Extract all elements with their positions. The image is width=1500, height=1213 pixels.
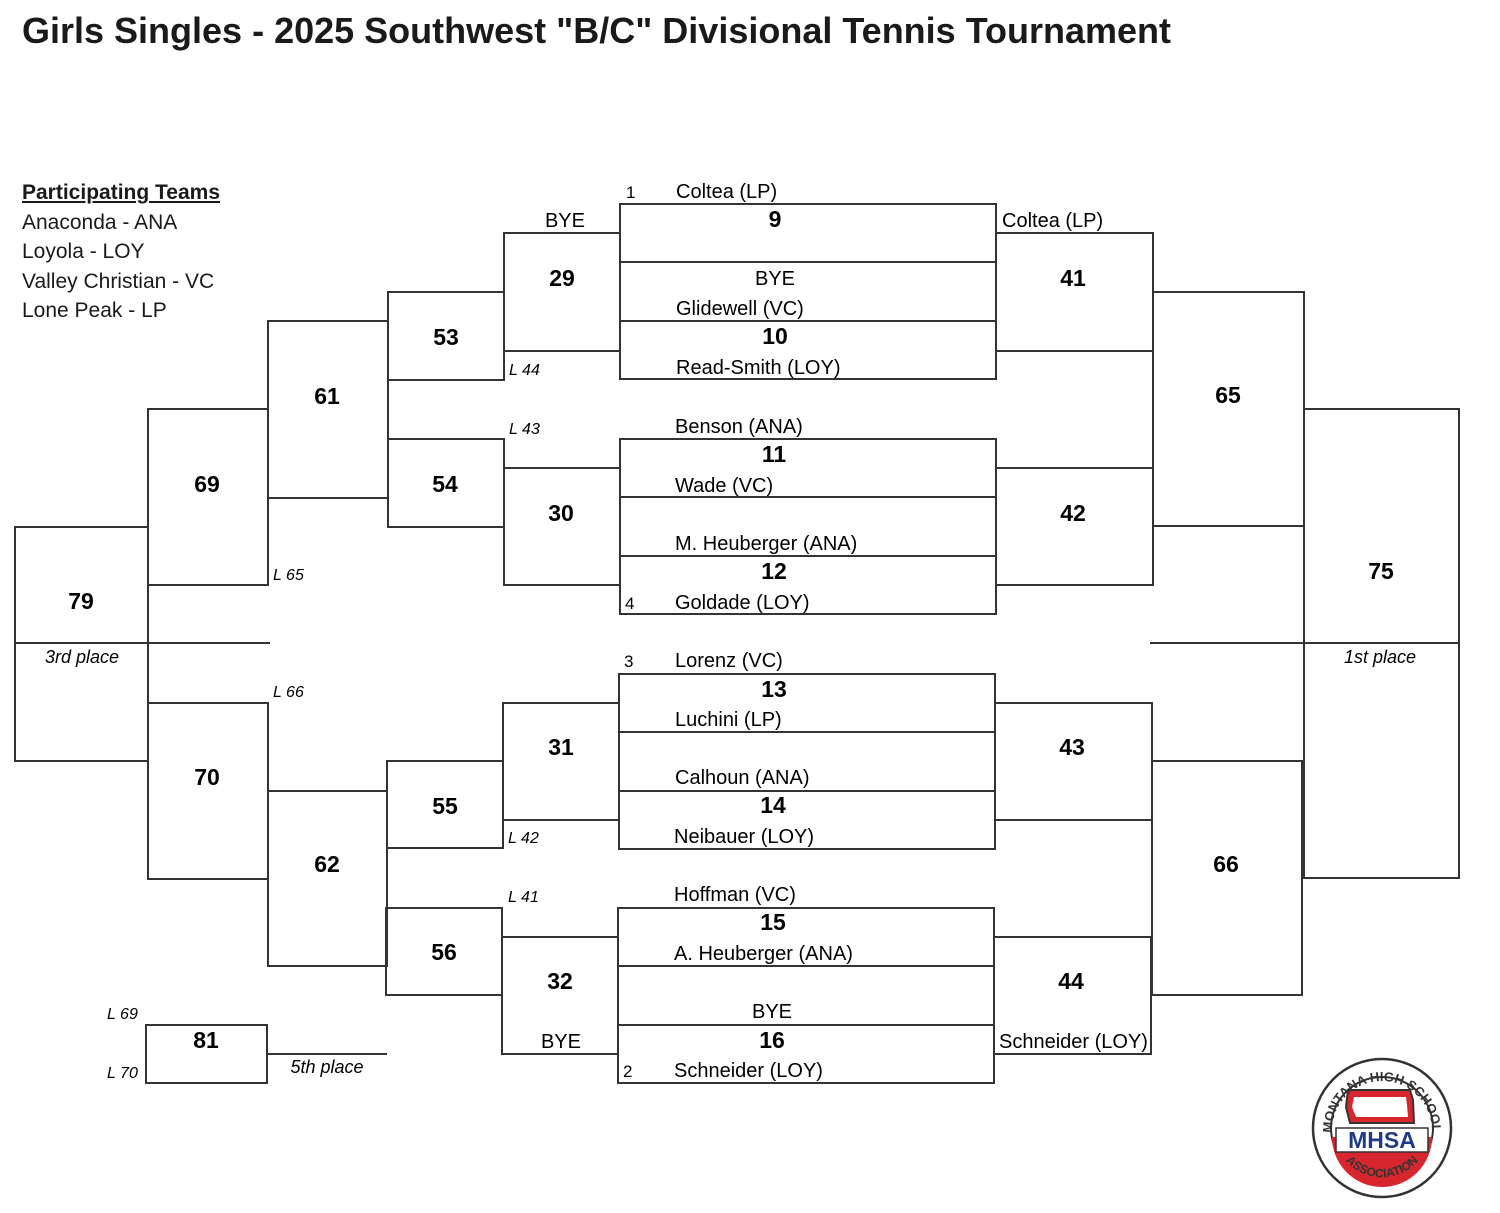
loser-ref-44: L 44 [509,362,540,379]
loser-ref-65: L 65 [273,567,304,584]
match-number-55: 55 [432,793,458,819]
loser-ref-69: L 69 [107,1006,138,1023]
match-number-12: 12 [761,558,787,584]
participating-teams: Participating Teams Anaconda - ANA Loyol… [22,178,220,326]
match-number-9: 9 [769,206,782,232]
match-number-15: 15 [760,909,786,935]
match-number-81: 81 [193,1027,219,1053]
match-box-62 [267,790,388,967]
seed-2: 2 [623,1062,632,1081]
match-number-53: 53 [433,324,459,350]
match-box-31 [502,702,620,821]
player-a-heuberger: A. Heuberger (ANA) [674,943,853,965]
third-place-label: 3rd place [45,647,119,667]
match-number-30: 30 [548,500,574,526]
loser-ref-66: L 66 [273,684,304,701]
player-bye-bottom: BYE [752,1001,792,1023]
loser-ref-70: L 70 [107,1065,138,1082]
match-box-66 [1151,760,1303,996]
match-number-75: 75 [1368,558,1394,584]
player-read-smith: Read-Smith (LOY) [676,357,841,379]
bracket-lines [14,203,1460,1084]
match-box-29 [503,232,621,352]
match-number-56: 56 [431,939,457,965]
match-number-16: 16 [759,1027,785,1053]
match-number-29: 29 [549,265,575,291]
match-box-9 [619,203,997,263]
match-box-69 [147,408,269,586]
player-benson: Benson (ANA) [675,416,803,438]
loser-ref-42: L 42 [508,830,539,847]
match-number-14: 14 [760,792,786,818]
mhsa-logo: MHSA MONTANA HIGH SCHOOL ASSOCIATION [1311,1057,1453,1199]
team-item: Valley Christian - VC [22,269,215,293]
match-number-54: 54 [432,471,458,497]
seed-4: 4 [625,594,634,613]
match-number-13: 13 [761,676,787,702]
match-number-31: 31 [548,734,574,760]
match-number-44: 44 [1058,968,1084,994]
loser-ref-43: L 43 [509,421,540,438]
player-neibauer: Neibauer (LOY) [674,826,814,848]
player-goldade: Goldade (LOY) [675,592,810,614]
match-box-65 [1152,291,1305,527]
match-box-43 [994,702,1153,821]
match-box-41 [995,232,1154,352]
player-bye-top: BYE [755,268,795,290]
seed-1: 1 [626,183,635,202]
match-number-41: 41 [1060,265,1086,291]
match-number-66: 66 [1213,851,1239,877]
loser-ref-41: L 41 [508,889,539,906]
match-number-70: 70 [194,764,220,790]
player-glidewell: Glidewell (VC) [676,298,804,320]
team-item: Loyola - LOY [22,240,145,263]
match-number-79: 79 [68,588,94,614]
match-number-42: 42 [1060,500,1086,526]
player-lorenz: Lorenz (VC) [675,650,783,672]
first-place-label: 1st place [1344,647,1416,667]
bye-left-top: BYE [545,210,585,232]
match-number-32: 32 [547,968,573,994]
winner-match-9: Coltea (LP) [1002,210,1103,232]
match-number-69: 69 [194,471,220,497]
match-box-70 [147,702,269,880]
match-number-61: 61 [314,383,340,409]
winner-match-16: Schneider (LOY) [999,1031,1148,1053]
match-number-11: 11 [762,441,787,467]
seed-3: 3 [624,652,633,671]
match-number-65: 65 [1215,382,1241,408]
player-calhoun: Calhoun (ANA) [675,767,810,789]
player-coltea: Coltea (LP) [676,181,777,203]
player-hoffman: Hoffman (VC) [674,884,796,906]
match-number-10: 10 [762,323,788,349]
team-item: Anaconda - ANA [22,210,178,234]
match-box-42 [995,467,1154,586]
match-box-61 [267,320,389,499]
page-title: Girls Singles - 2025 Southwest "B/C" Div… [22,10,1172,51]
bye-left-bottom: BYE [541,1031,581,1053]
player-luchini: Luchini (LP) [675,709,782,731]
player-schneider: Schneider (LOY) [674,1060,823,1082]
teams-header: Participating Teams [22,181,221,204]
player-m-heuberger: M. Heuberger (ANA) [675,533,857,555]
fifth-place-label: 5th place [290,1057,363,1077]
logo-acronym: MHSA [1348,1127,1416,1153]
match-number-43: 43 [1059,734,1085,760]
team-item: Lone Peak - LP [22,299,167,322]
match-number-62: 62 [314,851,340,877]
player-wade: Wade (VC) [675,475,773,497]
match-box-30 [503,467,621,586]
